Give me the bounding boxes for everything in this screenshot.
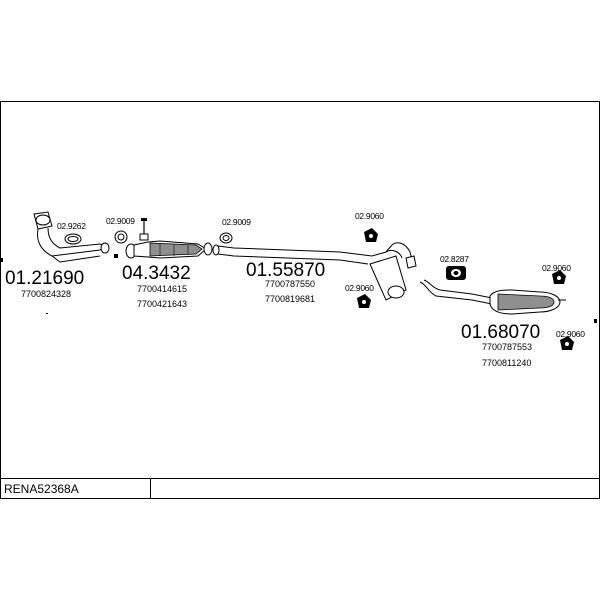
oem-number: 7700421643: [137, 299, 187, 309]
reference-code: RENA52368A: [4, 482, 79, 496]
rubber-mount-02-9060-a-drawing: [364, 228, 378, 242]
oem-number: 7700819681: [265, 294, 315, 304]
oem-number: 7700787550: [265, 279, 315, 289]
accessory-label: 02.8287: [440, 254, 469, 264]
accessory-label: 02.9060: [345, 283, 374, 293]
gasket-02-9009-right-drawing: [219, 232, 233, 244]
oem-number: 7700824328: [21, 289, 71, 299]
frame-mark-right: [594, 319, 597, 323]
gasket-02-9009-left-drawing: [114, 230, 128, 244]
front-pipe-drawing: [33, 211, 118, 314]
accessory-label: 02.9009: [222, 217, 251, 227]
catalytic-converter-drawing: [125, 240, 213, 259]
middle-silencer-drawing: [212, 242, 417, 301]
oem-number: 7700414615: [137, 284, 187, 294]
accessory-label: 02.9009: [106, 216, 135, 226]
part-number: 01.68070: [461, 322, 540, 343]
bolt-drawing: [139, 218, 149, 241]
rear-silencer-drawing: [419, 279, 566, 315]
accessory-label: 02.9060: [542, 263, 571, 273]
rubber-mount-02-9060-d-drawing: [560, 336, 574, 350]
clamp-02-8287-drawing: [446, 266, 466, 280]
oem-number: 7700811240: [482, 358, 531, 368]
part-number: 01.21690: [5, 268, 84, 289]
oem-number: 7700787553: [482, 342, 532, 352]
rubber-mount-02-9060-c-drawing: [552, 270, 566, 284]
accessory-label: 02.9060: [556, 329, 585, 339]
reference-box: [0, 478, 151, 499]
accessory-label: 02.9060: [355, 211, 384, 221]
gasket-02-9262-drawing: [64, 233, 82, 245]
frame-mark-left: [0, 258, 3, 262]
accessory-label: 02.9262: [57, 221, 86, 231]
part-number: 04.3432: [122, 263, 191, 284]
part-number: 01.55870: [246, 260, 325, 281]
rubber-mount-02-9060-b-drawing: [357, 294, 371, 308]
